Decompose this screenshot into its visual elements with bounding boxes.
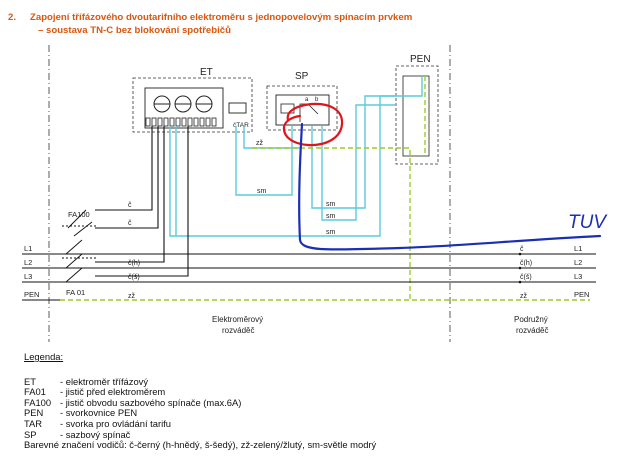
fa01-breaker (62, 239, 96, 283)
zz-top-label: zž (256, 140, 264, 147)
sub-board-label-1: Podružný (514, 315, 548, 324)
sm-wire-3 (321, 104, 396, 221)
wire-c-top (95, 126, 159, 229)
wire-zz-label: zž (128, 293, 136, 300)
l2-label-left: L2 (24, 258, 32, 267)
sub-board-label-2: rozváděč (516, 326, 548, 335)
tuv-annotation: TUV (568, 212, 608, 233)
fa100-breaker (62, 209, 96, 237)
sp-contact-a: a (305, 97, 309, 103)
meter-board-label-2: rozváděč (222, 326, 254, 335)
wire-cs-label: č(š) (128, 274, 140, 281)
sp-contact-b: b (315, 97, 319, 103)
l3-label-right: L3 (574, 272, 582, 281)
pen-block-label: PEN (410, 54, 431, 65)
wire-c-label: č (128, 202, 132, 209)
tar-terminal-label: čTAR (233, 122, 249, 129)
sm-label-2: sm (326, 201, 336, 208)
legend-colors-note: Barevné značení vodičů: č-černý (h-hnědý… (24, 439, 377, 451)
right-ch-label: č(h) (520, 260, 532, 267)
pen-label-right: PEN (574, 290, 589, 299)
wire-ch-label: č(h) (128, 260, 140, 267)
legend-item: FA100- jistič obvodu sazbového spínače (… (24, 396, 242, 408)
sm-wire-1 (235, 126, 293, 196)
right-zz-label: zž (520, 293, 528, 300)
blue-marker-line (298, 122, 602, 251)
sm-label-1: sm (257, 188, 267, 195)
pen-enclosure (395, 65, 439, 165)
et-label: ET (200, 67, 213, 78)
l1-label-left: L1 (24, 244, 32, 253)
sm-label-3: sm (326, 213, 336, 220)
legend-item: TAR- svorka pro ovládání tarifu (24, 417, 171, 429)
sp-enclosure (266, 85, 338, 131)
sp-switch-body (275, 94, 330, 126)
legend: Legenda: ET- elektroměr třífázový FA01- … (24, 351, 377, 451)
wire-c-mid-label: č (128, 220, 132, 227)
pen-label-left: PEN (24, 290, 39, 299)
sp-label: SP (295, 71, 309, 82)
et-enclosure (132, 77, 253, 133)
legend-item: PEN- svorkovnice PEN (24, 407, 138, 419)
right-cs-label: č(š) (520, 274, 532, 281)
legend-item: FA01- jistič před elektroměrem (24, 386, 166, 398)
tar-relay (228, 102, 247, 114)
fa100-label: FA100 (68, 210, 90, 219)
l2-label-right: L2 (574, 258, 582, 267)
wire-c-fa100 (95, 126, 153, 211)
title-line2: – soustava TN-C bez blokování spotřebičů (38, 25, 231, 36)
sm-wire-4 (243, 126, 300, 149)
sm-wire-2 (311, 95, 396, 209)
right-c-label: č (520, 246, 524, 253)
pen-terminal-strip (402, 75, 430, 157)
title-number: 2. (8, 12, 17, 23)
sm-wire-neutral (169, 75, 423, 237)
zz-wire-pe (252, 147, 590, 301)
l1-label-right: L1 (574, 244, 582, 253)
sm-label-4: sm (326, 229, 336, 236)
et-meter-body (144, 87, 224, 129)
diagram-title: 2. Zapojení třífázového dvoutarifního ele… (8, 11, 608, 37)
title-line1: Zapojení třífázového dvoutarifního elekt… (30, 12, 413, 23)
red-marker-circle (282, 102, 344, 147)
legend-item: SP- sazbový spínač (24, 428, 131, 440)
fa01-label: FA 01 (66, 288, 85, 297)
legend-heading: Legenda: (24, 351, 64, 362)
l3-label-left: L3 (24, 272, 32, 281)
legend-item: ET- elektroměr třífázový (24, 375, 149, 387)
meter-board-label-1: Elektroměrový (212, 315, 263, 324)
